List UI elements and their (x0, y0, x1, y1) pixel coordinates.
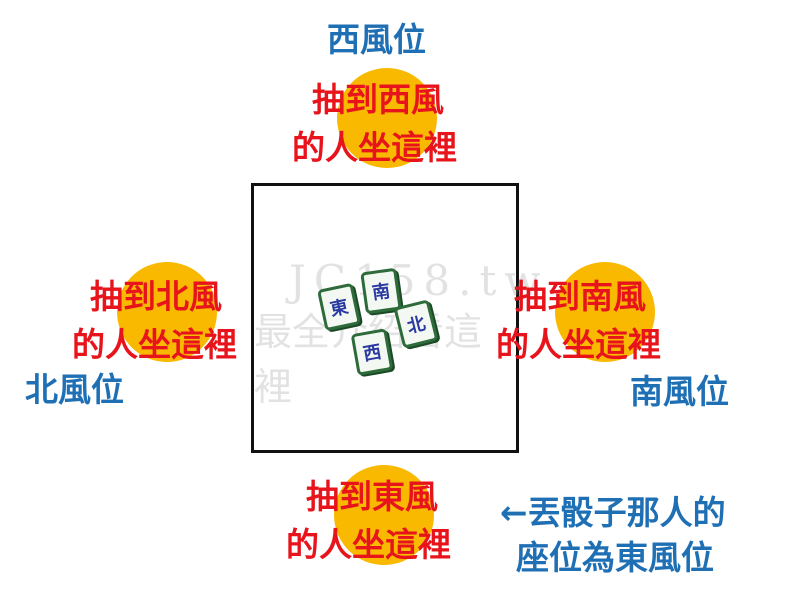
north-seat-line2: 的人坐這裡 (72, 325, 237, 364)
east-seat-circle (334, 465, 434, 565)
west-seat-line2: 的人坐這裡 (292, 128, 457, 167)
dice-thrower-note-line1: ←丟骰子那人的 (500, 493, 726, 532)
tile-west: 西 (350, 328, 394, 376)
north-position-label: 北風位 (25, 370, 124, 409)
south-seat-line1: 抽到南風 (514, 277, 646, 316)
east-seat-line1: 抽到東風 (306, 477, 438, 516)
south-position-label: 南風位 (630, 372, 729, 411)
west-seat-circle (337, 68, 437, 168)
west-position-label: 西風位 (327, 20, 426, 59)
mahjong-table: JC158.tw 最全介紹看這裡 東 南 北 西 (251, 183, 540, 453)
north-seat-circle (117, 262, 217, 362)
west-seat-line1: 抽到西風 (312, 80, 444, 119)
dice-thrower-note-line2: 座位為東風位 (516, 538, 714, 577)
east-seat-line2: 的人坐這裡 (286, 525, 451, 564)
south-seat-line2: 的人坐這裡 (496, 325, 661, 364)
south-seat-circle (555, 262, 655, 362)
north-seat-line1: 抽到北風 (90, 277, 222, 316)
